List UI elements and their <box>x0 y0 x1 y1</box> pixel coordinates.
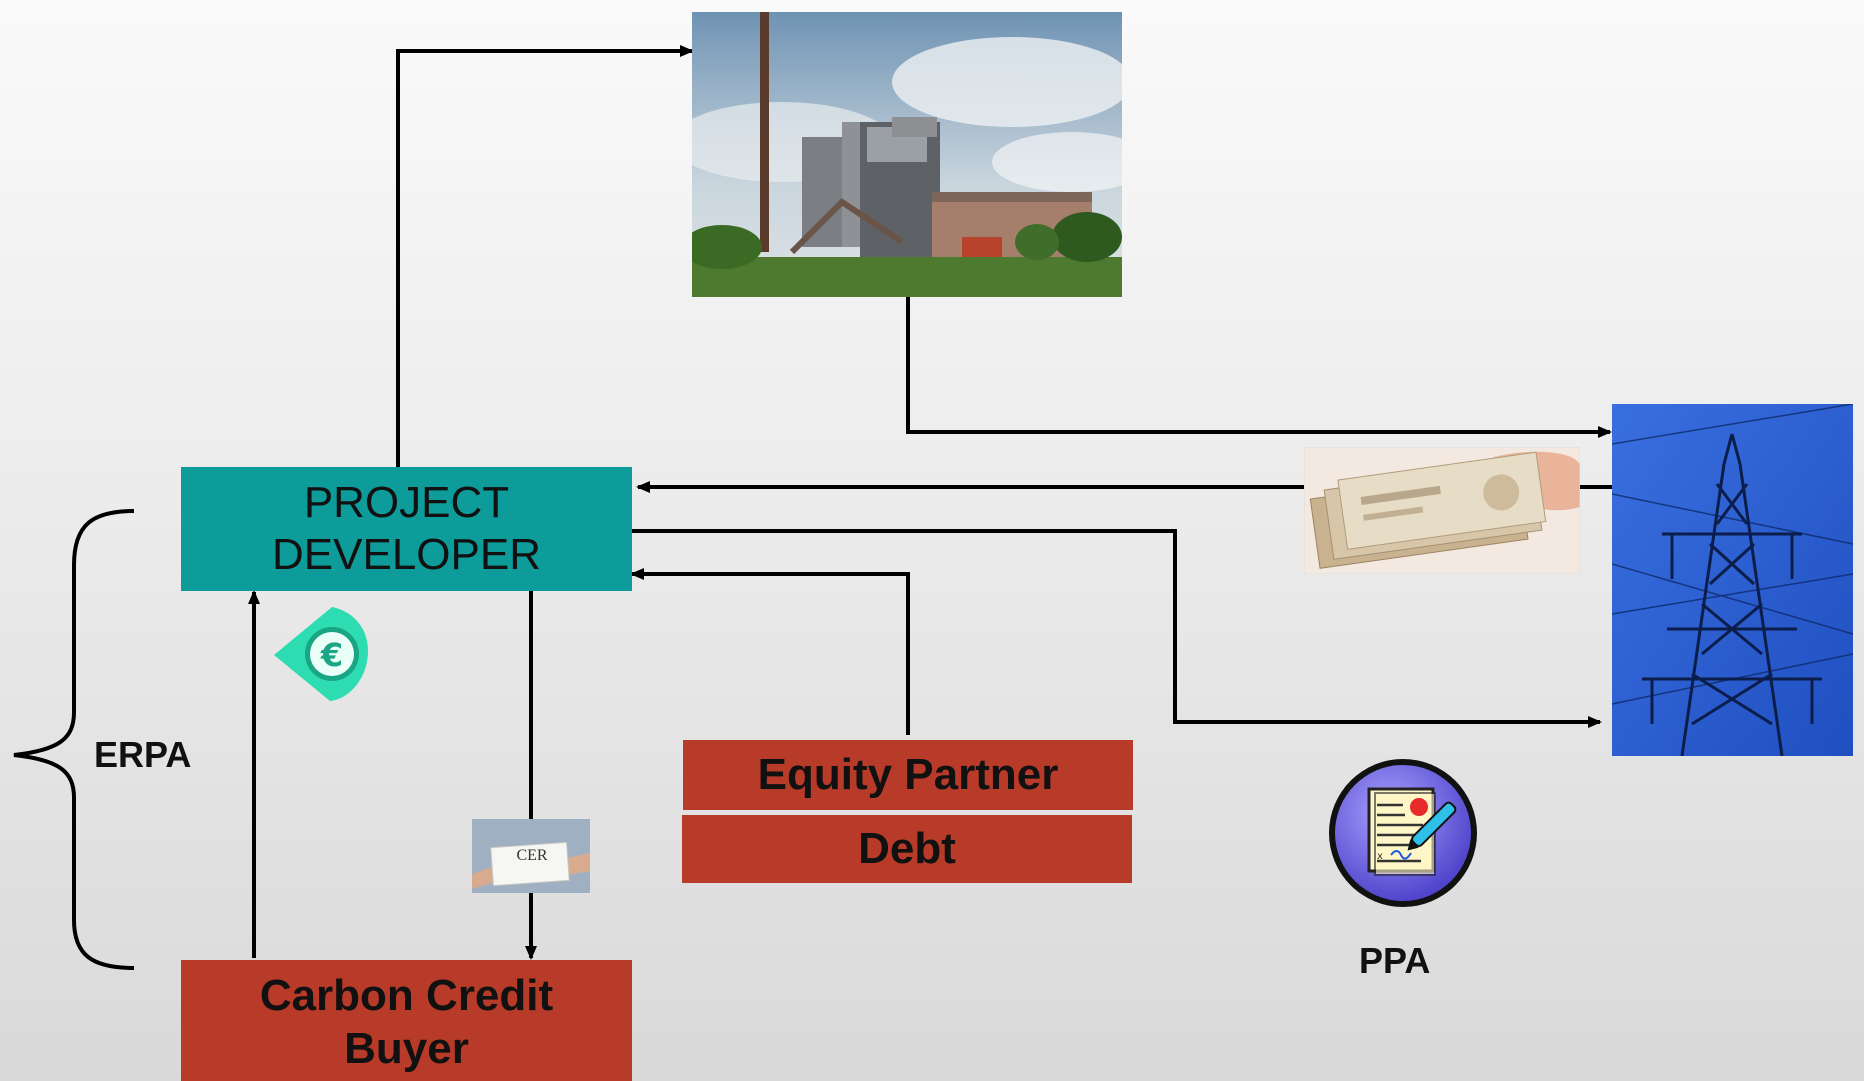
arrow-developer-to-plant <box>396 45 694 467</box>
ppa-label: PPA <box>1359 940 1431 981</box>
arrow-plant-to-grid <box>906 297 1612 438</box>
rupee-banknotes-photo <box>1304 447 1580 574</box>
svg-text:x: x <box>1377 851 1383 862</box>
euro-banknote-icon: € <box>272 603 372 703</box>
transmission-tower-photo <box>1612 404 1853 756</box>
equity-partner-node: Equity Partner <box>683 740 1133 810</box>
signed-contract-icon: x <box>1325 755 1481 911</box>
cer-label: CER <box>516 847 548 864</box>
arrow-developer-to-grid-ppa <box>632 529 1602 728</box>
carbon-credit-buyer-node: Carbon Credit Buyer <box>181 960 632 1081</box>
cer-note-photo: CER <box>472 819 590 893</box>
erpa-brace <box>13 509 135 970</box>
power-plant-photo <box>692 12 1122 297</box>
project-developer-node: PROJECT DEVELOPER <box>181 467 632 591</box>
svg-text:€: € <box>320 636 343 674</box>
erpa-label: ERPA <box>94 734 192 775</box>
arrow-equity-to-developer <box>630 568 910 735</box>
debt-node: Debt <box>682 815 1132 883</box>
